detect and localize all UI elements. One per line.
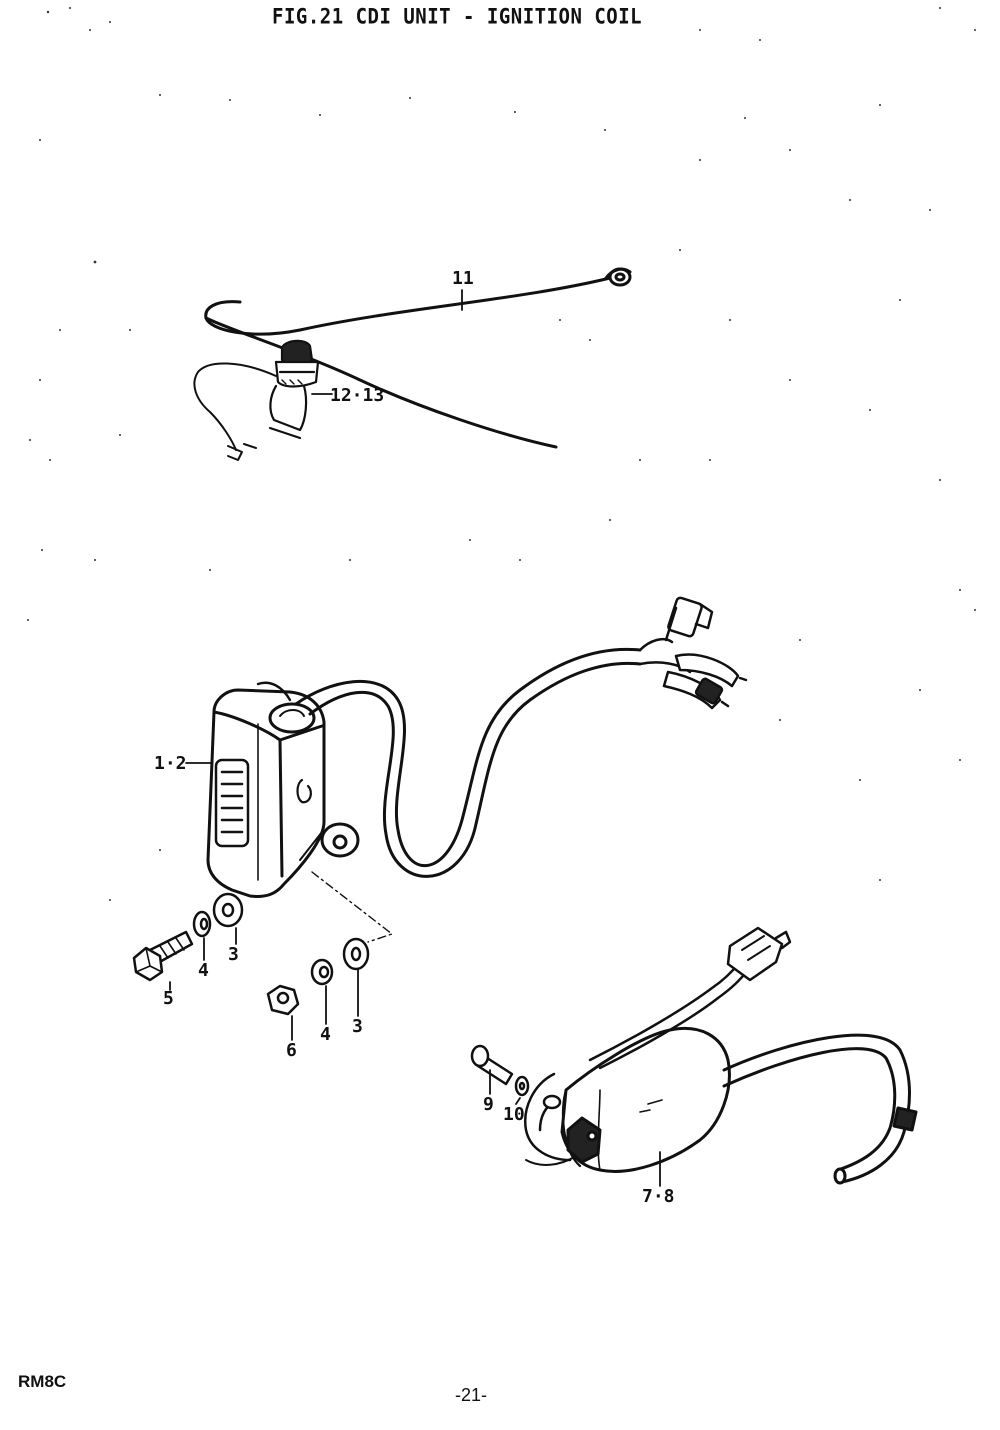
cdi-connectors bbox=[638, 596, 748, 710]
ht-lead bbox=[722, 1033, 918, 1185]
page-number: -21- bbox=[455, 1385, 488, 1405]
callout-9: 9 bbox=[483, 1094, 494, 1115]
coil-primary-lead bbox=[588, 926, 792, 1070]
figure-title: FIG.21 CDI UNIT - IGNITION COIL bbox=[272, 4, 643, 30]
lock-washer-upper bbox=[192, 910, 212, 938]
kill-switch bbox=[268, 339, 320, 440]
callout-5: 5 bbox=[163, 988, 174, 1009]
callout-7-8: 7·8 bbox=[642, 1186, 675, 1207]
coil-bolt bbox=[470, 1044, 514, 1086]
nut bbox=[266, 984, 300, 1016]
ring-terminal bbox=[604, 267, 632, 287]
callout-6: 6 bbox=[286, 1040, 297, 1061]
lock-washer-lower bbox=[310, 958, 334, 986]
callout-3-upper: 3 bbox=[228, 944, 239, 965]
callout-4-upper: 4 bbox=[198, 960, 209, 981]
kill-switch-lead bbox=[193, 362, 277, 461]
washer-upper bbox=[212, 892, 244, 928]
coil-washer bbox=[514, 1075, 530, 1097]
ground-wire bbox=[204, 276, 612, 449]
washer-lower bbox=[342, 937, 370, 971]
callout-4-lower: 4 bbox=[320, 1024, 331, 1045]
callout-12-13: 12·13 bbox=[330, 385, 385, 406]
callout-11: 11 bbox=[452, 268, 474, 289]
bolt bbox=[132, 930, 194, 982]
scan-noise bbox=[27, 7, 976, 901]
assembly-line bbox=[311, 871, 393, 943]
callout-1-2: 1·2 bbox=[154, 753, 187, 774]
cdi-harness bbox=[294, 647, 642, 878]
model-code: RM8C bbox=[18, 1372, 67, 1391]
ignition-coil bbox=[560, 1027, 731, 1173]
callout-leaders bbox=[169, 289, 661, 1187]
callout-10: 10 bbox=[503, 1104, 525, 1125]
coil-ground-lead bbox=[523, 1072, 577, 1166]
cdi-unit bbox=[206, 681, 360, 898]
callout-3-lower: 3 bbox=[352, 1016, 363, 1037]
